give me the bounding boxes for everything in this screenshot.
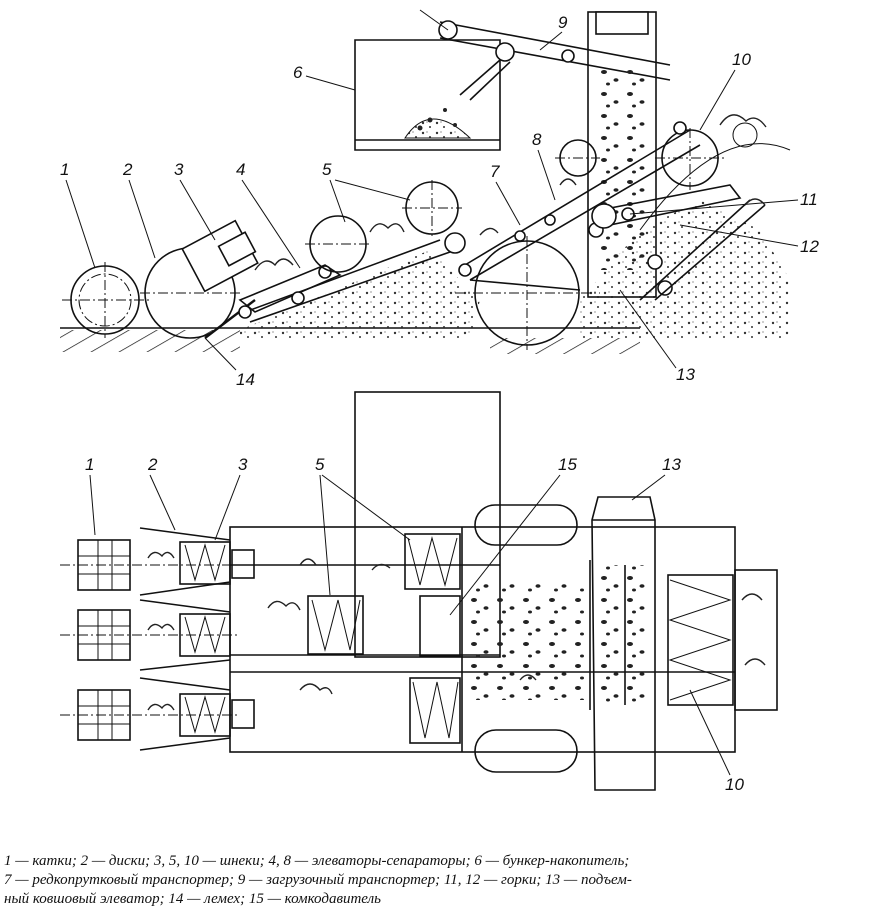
caption-line-1: 1 — катки; 2 — диски; 3, 5, 10 — шнеки; … (4, 853, 630, 869)
label-13: 13 (676, 365, 695, 384)
wheel (455, 236, 600, 350)
label-9: 9 (558, 13, 568, 32)
machine-diagram: 1 2 3 4 5 6 7 8 9 10 11 12 13 14 (60, 9, 819, 794)
elevator-8 (458, 129, 701, 281)
plan-rollers (60, 539, 240, 741)
plan-view: 1 2 3 5 15 13 10 (60, 391, 778, 794)
hills (591, 184, 766, 301)
caption-line-3: ный ковшовый элеватор; 14 — лемех; 15 — … (4, 891, 381, 907)
label-12: 12 (800, 237, 819, 256)
label-14: 14 (236, 370, 255, 389)
label-4: 4 (236, 160, 245, 179)
label-11: 11 (800, 190, 818, 209)
label-5: 5 (322, 160, 332, 179)
label-6: 6 (293, 63, 303, 82)
elevator-4 (238, 239, 451, 323)
plan-label-3: 3 (238, 455, 248, 474)
plan-label-10: 10 (725, 775, 744, 794)
caption-line-2: 7 — редкопрутковый транспортер; 9 — загр… (4, 872, 632, 888)
label-2: 2 (122, 160, 133, 179)
figure-caption: 1 — катки; 2 — диски; 3, 5, 10 — шнеки; … (4, 852, 880, 909)
label-10: 10 (732, 50, 751, 69)
plan-wheel-bottom (474, 729, 578, 773)
bunker (354, 39, 501, 151)
plan-label-1: 1 (85, 455, 94, 474)
plan-bucket-elevator (591, 496, 656, 791)
plan-label-13: 13 (662, 455, 681, 474)
plan-discs (139, 527, 231, 751)
auger-5 (305, 180, 466, 273)
plan-plants (147, 551, 766, 711)
label-3: 3 (174, 160, 184, 179)
soil-heap (240, 250, 480, 340)
plan-auger-5 (307, 533, 461, 744)
label-8: 8 (532, 130, 542, 149)
plan-label-5: 5 (315, 455, 325, 474)
auger-3 (181, 219, 259, 293)
label-1: 1 (60, 160, 69, 179)
plant-tops (254, 114, 767, 271)
plan-label-15: 15 (558, 455, 577, 474)
label-7: 7 (490, 162, 500, 181)
auger-10 (655, 121, 725, 190)
roller (62, 262, 150, 338)
plan-auger-10 (667, 569, 778, 711)
plan-auger-3 (179, 541, 255, 737)
side-elevation: 1 2 3 4 5 6 7 8 9 10 11 12 13 14 (60, 9, 819, 389)
plan-wheel-top (474, 504, 578, 546)
plan-label-2: 2 (147, 455, 158, 474)
